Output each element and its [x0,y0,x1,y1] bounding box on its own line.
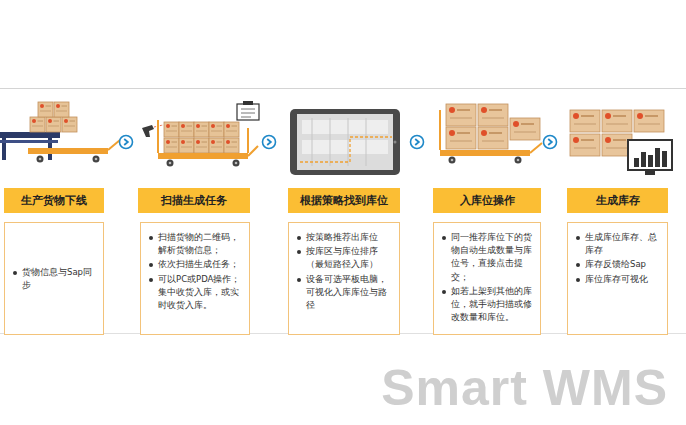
conveyor-illustration [0,102,120,163]
step-header: 根据策略找到库位 [288,188,400,213]
rule-line [0,88,686,89]
bullet-text: 货物信息与Sap同步 [12,266,97,292]
step-description-box: 扫描货物的二维码，解析货物信息；依次扫描生成任务； 可以PC或PDA操作；集中收货… [140,222,250,335]
bullet-text: 生成库位库存、总库存 [575,231,661,257]
step-description-box: 同一推荐库位下的货物自动生成数量与库位号，直接点击提交；如若上架到其他的库位，就… [433,222,541,335]
bullet-text: 库存反馈给Sap [575,258,661,271]
step-title: 生成库存 [567,188,668,213]
step-title: 扫描生成任务 [138,188,250,213]
watermark: Smart WMS [381,359,668,417]
bullet-text: 设备可选平板电脑，可视化入库库位与路径 [296,273,393,313]
bullet-text: 按策略推荐出库位 [296,231,393,244]
step-header: 扫描生成任务 [138,188,250,213]
step-header: 生成库存 [567,188,668,213]
bullet-text: 库位库存可视化 [575,273,661,286]
bullet-text: 同一推荐库位下的货物自动生成数量与库位号，直接点击提交； [441,231,534,284]
step-header: 入库位操作 [433,188,541,213]
bullet-text: 按库区与库位排序（最短路径入库） [296,245,393,271]
step-description-box: 按策略推荐出库位按库区与库位排序（最短路径入库）设备可选平板电脑，可视化入库库位… [288,222,400,335]
storage-cart-illustration [440,104,542,164]
step-description-box: 生成库位库存、总库存库存反馈给Sap 库位库存可视化 [567,222,668,335]
flow-arrow-symbol [120,136,557,149]
scan-cart-illustration [142,101,259,167]
bullet-text: 可以PC或PDA操作；集中收货入库，或实时收货入库。 [148,273,243,313]
step-title: 入库位操作 [433,188,541,213]
bullet-text: 依次扫描生成任务； [148,258,243,271]
step-title: 生产货物下线 [4,188,104,213]
step-description-box: 货物信息与Sap同步 [4,222,104,335]
bullet-text: 如若上架到其他的库位，就手动扫描或修改数量和库位。 [441,285,534,325]
step-title: 根据策略找到库位 [288,188,400,213]
inventory-illustration [570,110,672,175]
bullet-text: 扫描货物的二维码，解析货物信息； [148,231,243,257]
tablet-illustration [290,109,400,175]
step-header: 生产货物下线 [4,188,104,213]
